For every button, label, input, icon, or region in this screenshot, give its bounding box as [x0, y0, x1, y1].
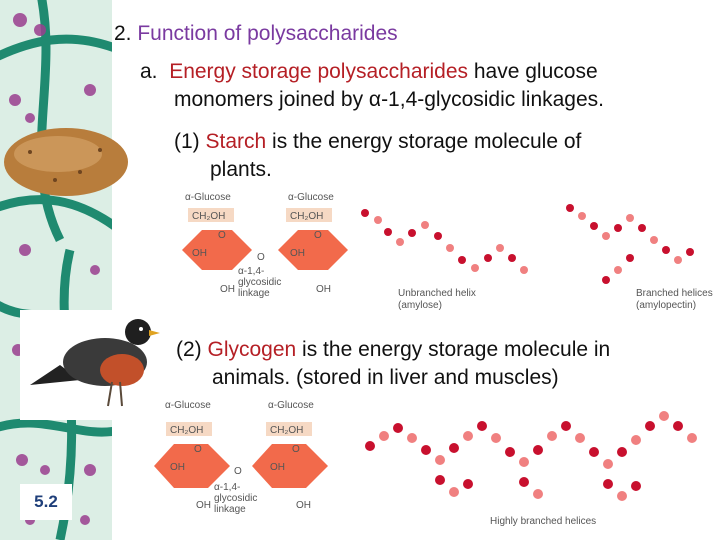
glucose-ring-right-2	[252, 444, 328, 488]
glucose-label-left: α-Glucose	[185, 192, 231, 203]
ch2oh-right-2: CH₂OH	[270, 425, 303, 436]
amylopectin-caption: Branched helices	[636, 288, 713, 299]
ch2oh-left-2: CH₂OH	[170, 425, 203, 436]
starch-line1: (1) Starch is the energy storage molecul…	[174, 128, 581, 156]
amylopectin-subcaption: (amylopectin)	[636, 300, 696, 311]
oh-left-2: OH	[220, 284, 235, 295]
linkage-line1-2: α-1,4-	[214, 482, 240, 493]
glucose-ring-left-2	[154, 444, 230, 488]
potato-image	[0, 122, 132, 200]
starch-rest: is the energy storage molecule of	[266, 130, 582, 153]
glucose-label-right-2: α-Glucose	[268, 400, 314, 411]
ring-o-left: O	[218, 230, 226, 241]
section-heading: 2. Function of polysaccharides	[114, 20, 398, 48]
plant-cell-micrograph	[0, 0, 112, 540]
oh-right-4: OH	[296, 500, 311, 511]
glycogen-rest: is the energy storage molecule in	[296, 338, 611, 361]
oh-left-4: OH	[196, 500, 211, 511]
bridge-o-2: O	[234, 466, 242, 477]
glycogen-line1: (2) Glycogen is the energy storage molec…	[176, 336, 610, 364]
ring-o-left-2: O	[194, 444, 202, 455]
glucose-ring-left	[182, 230, 252, 270]
oh-right-2: OH	[316, 284, 331, 295]
glucose-label-left-2: α-Glucose	[165, 400, 211, 411]
ch2oh-box-left-2	[166, 422, 212, 436]
ch2oh-left: CH₂OH	[192, 211, 225, 222]
slide-number: 5.2	[20, 484, 72, 520]
linkage-line1: α-1,4-	[238, 266, 264, 277]
linkage-line2: glycosidic	[238, 277, 281, 288]
amylose-subcaption: (amylose)	[398, 300, 442, 311]
ch2oh-right: CH₂OH	[290, 211, 323, 222]
amylose-helix	[361, 209, 528, 274]
point-a-highlight: Energy storage polysaccharides	[169, 60, 469, 83]
point-a-line2: monomers joined by α-1,4-glycosidic link…	[174, 88, 604, 111]
section-title: Function of polysaccharides	[137, 22, 398, 45]
ch2oh-box-right	[286, 208, 332, 222]
starch-structure-diagram: α-Glucose α-Glucose CH₂OH CH₂OH O O OH O…	[182, 192, 713, 311]
oh-right-1: OH	[290, 248, 305, 259]
section-number: 2.	[114, 22, 132, 45]
starch-line2: plants.	[210, 158, 272, 181]
point-a-marker: a.	[140, 60, 158, 83]
glycogen-branched-helices	[365, 411, 697, 501]
linkage-line3-2: linkage	[214, 504, 246, 515]
oh-left-3: OH	[170, 462, 185, 473]
ring-o-right: O	[314, 230, 322, 241]
oh-right-3: OH	[270, 462, 285, 473]
glycogen-prefix: (2)	[176, 338, 208, 361]
starch-highlight: Starch	[205, 130, 267, 153]
oh-left-1: OH	[192, 248, 207, 259]
glycogen-line2: animals. (stored in liver and muscles)	[212, 366, 559, 389]
robin-bird-image	[20, 310, 168, 420]
ch2oh-box-left	[188, 208, 234, 222]
amylose-caption: Unbranched helix	[398, 288, 476, 299]
starch-prefix: (1)	[174, 130, 206, 153]
point-a-rest: have glucose	[468, 60, 598, 83]
ring-o-right-2: O	[292, 444, 300, 455]
bridge-o: O	[257, 252, 265, 263]
point-a-line1: a. Energy storage polysaccharides have g…	[140, 58, 598, 86]
linkage-line3: linkage	[238, 288, 270, 299]
glycogen-structure-diagram: α-Glucose α-Glucose CH₂OH CH₂OH O O OH O…	[154, 400, 697, 527]
glycogen-highlight: Glycogen	[207, 338, 297, 361]
glucose-ring-right	[278, 230, 348, 270]
glycogen-caption: Highly branched helices	[490, 516, 596, 527]
linkage-line2-2: glycosidic	[214, 493, 257, 504]
amylopectin-helices	[566, 204, 694, 284]
glucose-label-right: α-Glucose	[288, 192, 334, 203]
ch2oh-box-right-2	[266, 422, 312, 436]
